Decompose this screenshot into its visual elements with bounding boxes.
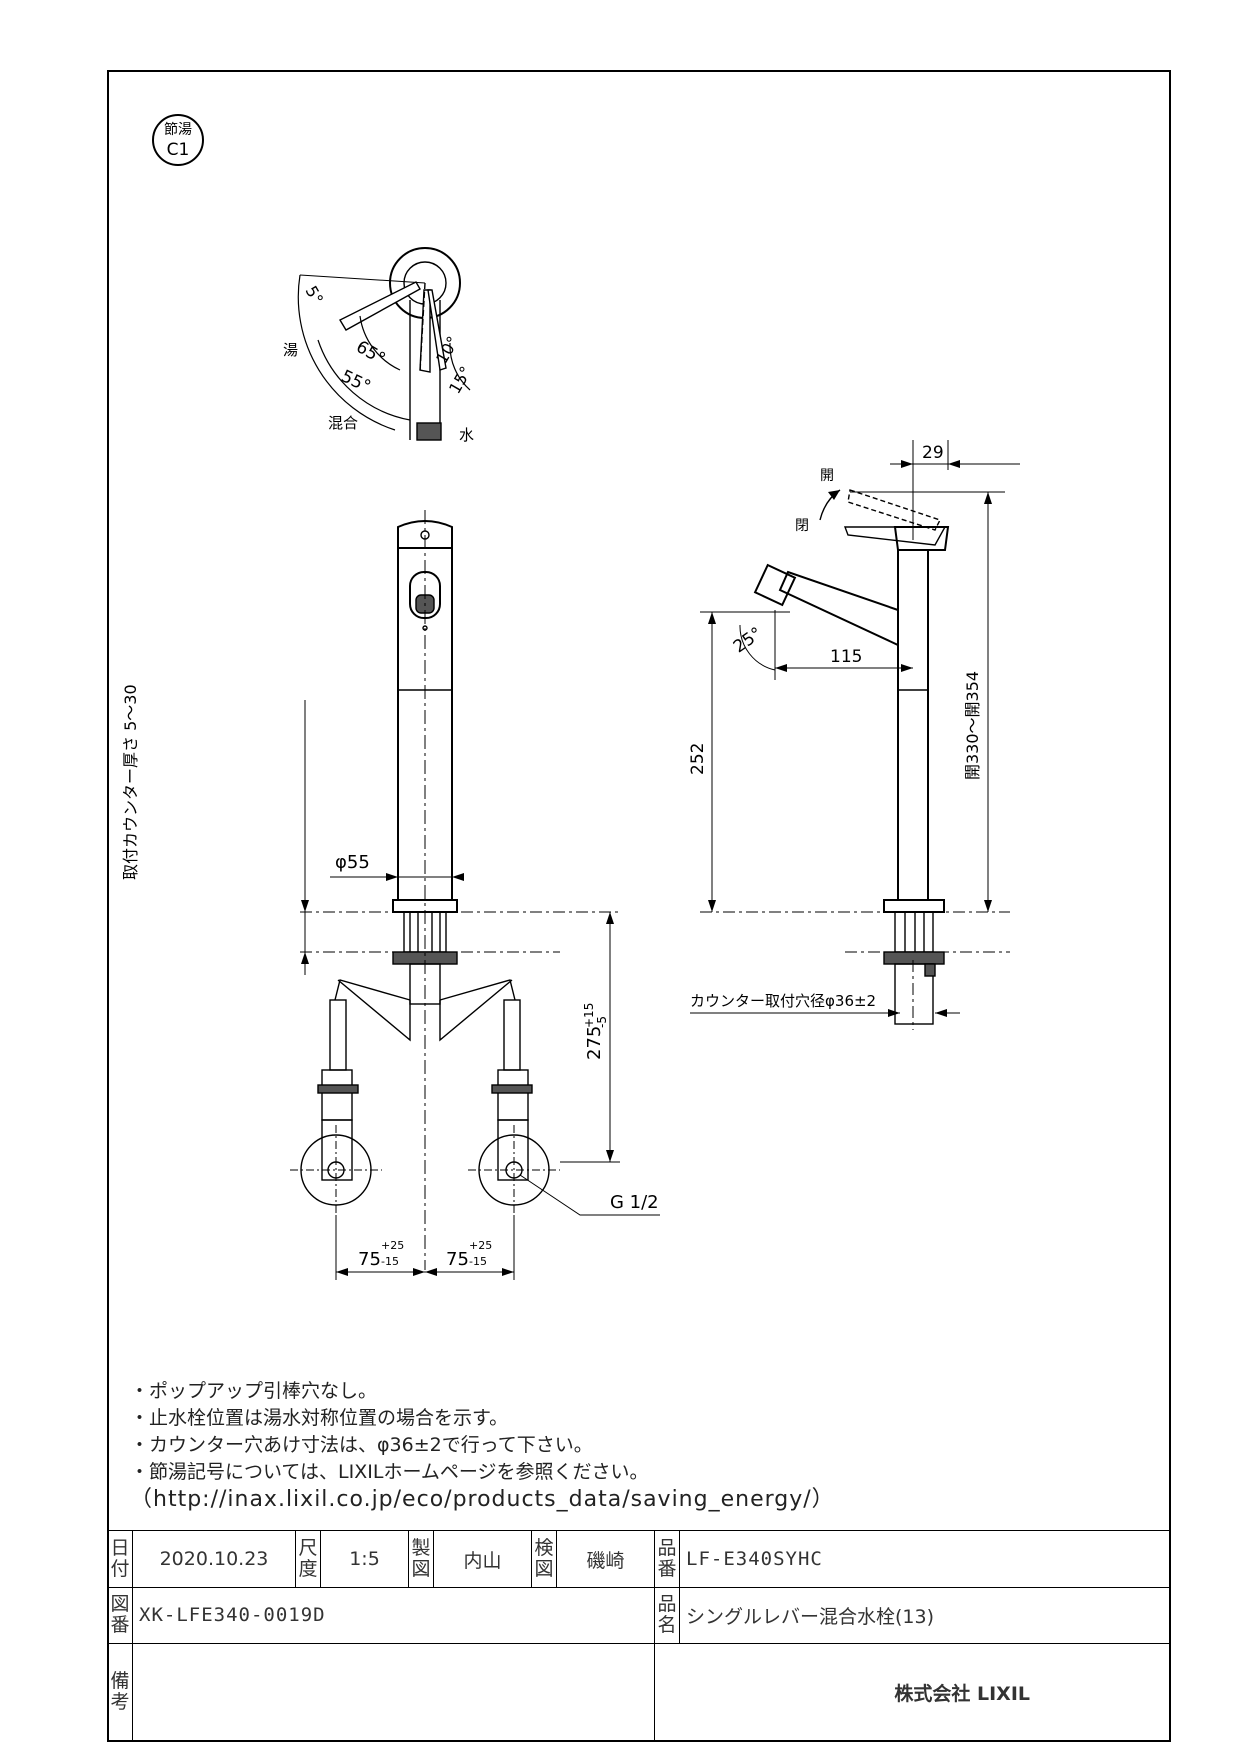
product-name-value: シングルレバー混合水栓(13) — [679, 1587, 1171, 1644]
angle-5-label: 5° — [302, 283, 328, 308]
date-value: 2020.10.23 — [132, 1529, 296, 1589]
note-1: ・ポップアップ引棒穴なし。 — [130, 1380, 378, 1402]
diameter-label: φ55 — [335, 852, 370, 873]
water-saving-badge: 節湯 C1 — [152, 114, 204, 166]
notes: ・ポップアップ引棒穴なし。 ・止水栓位置は湯水対称位置の場合を示す。 ・カウンタ… — [130, 1378, 835, 1513]
open-label-2: 閉 — [795, 518, 809, 534]
spout-height-label: 252 — [688, 743, 708, 775]
date-label: 日付 — [107, 1529, 133, 1589]
pitch-right-label: 75 — [446, 1249, 469, 1270]
pitch-right-tol-upper: +25 — [469, 1239, 492, 1252]
product-no-value: LF-E340SYHC — [679, 1529, 1171, 1589]
total-height-label: 開330～開354 — [963, 671, 982, 780]
badge-line1: 節湯 — [164, 121, 192, 138]
remarks-label: 備考 — [107, 1642, 133, 1743]
pitch-left-label: 75 — [358, 1249, 381, 1270]
checked-value: 磯崎 — [556, 1529, 655, 1589]
drawn-value: 内山 — [433, 1529, 532, 1589]
note-3: ・カウンター穴あけ寸法は、φ36±2で行って下さい。 — [130, 1434, 593, 1456]
thread-label: G 1/2 — [610, 1192, 659, 1213]
drawing-no-value: XK-LFE340-0019D — [132, 1587, 655, 1644]
drawn-label: 製図 — [408, 1529, 434, 1589]
depth-tol-upper: +15 — [582, 1003, 596, 1028]
open-label-1: 開 — [820, 468, 834, 484]
pitch-right-tol-lower: -15 — [469, 1255, 487, 1268]
hot-label: 湯 — [283, 341, 298, 359]
note-2: ・止水栓位置は湯水対称位置の場合を示す。 — [130, 1407, 509, 1429]
angle-15-label: 15° — [445, 363, 476, 397]
spout-angle-label: 25° — [730, 624, 766, 658]
scale-label: 尺度 — [295, 1529, 321, 1589]
note-url: （http://inax.lixil.co.jp/eco/products_da… — [130, 1487, 835, 1512]
lever-top-view: 5° 65° 55° 10° 15° 湯 混合 水 — [283, 247, 476, 444]
title-block: 日付 2020.10.23 尺度 1:5 製図 内山 検図 磯崎 品番 LF-E… — [107, 1529, 1171, 1743]
badge-line2: C1 — [167, 140, 190, 160]
counter-hole-label: カウンター取付穴径φ36±2 — [690, 992, 876, 1010]
pitch-left-tol-lower: -15 — [381, 1255, 399, 1268]
side-view: 開 閉 カウンター取付穴径φ36±2 29 開3 — [688, 440, 1020, 1030]
mix-label: 混合 — [328, 414, 358, 432]
reach-label: 115 — [830, 647, 862, 667]
checked-label: 検図 — [531, 1529, 557, 1589]
scale-value: 1:5 — [320, 1529, 409, 1589]
note-4: ・節湯記号については、LIXILホームページを参照ください。 — [130, 1461, 649, 1483]
angle-65-label: 65° — [353, 337, 389, 369]
company-logo: 株式会社 LIXIL — [654, 1642, 1171, 1743]
front-view: 取付カウンター厚さ 5～30 φ55 275 +15 -5 75 +25 -15… — [121, 510, 660, 1280]
lever-width-label: 29 — [922, 443, 944, 463]
product-name-label: 品名 — [654, 1587, 680, 1644]
drawing-no-label: 図番 — [107, 1587, 133, 1644]
product-no-label: 品番 — [654, 1529, 680, 1589]
depth-tol-lower: -5 — [595, 1016, 609, 1028]
depth-label: 275 — [584, 1026, 605, 1060]
cold-label: 水 — [459, 426, 474, 444]
angle-55-label: 55° — [338, 366, 374, 397]
counter-thickness-label: 取付カウンター厚さ 5～30 — [121, 684, 140, 880]
remarks-value — [132, 1642, 655, 1743]
pitch-left-tol-upper: +25 — [381, 1239, 404, 1252]
